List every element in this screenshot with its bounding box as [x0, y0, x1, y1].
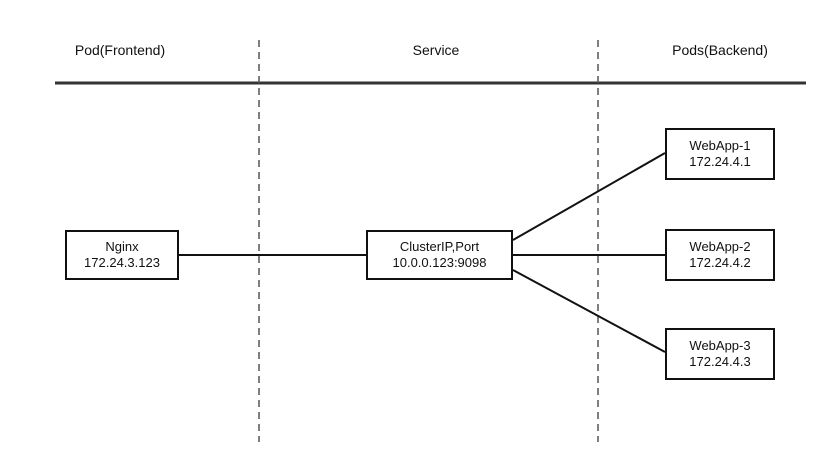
node-service: ClusterIP,Port 10.0.0.123:9098 [366, 230, 513, 280]
node-webapp-2-ip: 172.24.4.2 [689, 255, 751, 270]
edge-service-webapp1 [512, 152, 666, 241]
lane-header-backend: Pods(Backend) [672, 42, 768, 58]
node-service-name: ClusterIP,Port [399, 239, 480, 254]
node-webapp-1-ip: 172.24.4.1 [689, 154, 751, 169]
lane-header-service: Service [412, 42, 460, 58]
node-service-ip: 10.0.0.123:9098 [392, 255, 487, 270]
node-webapp-3: WebApp-3 172.24.4.3 [665, 328, 775, 380]
node-webapp-3-name: WebApp-3 [689, 338, 751, 353]
node-nginx-name: Nginx [105, 239, 139, 254]
node-webapp-1-name: WebApp-1 [689, 138, 751, 153]
node-nginx: Nginx 172.24.3.123 [65, 230, 179, 280]
node-nginx-ip: 172.24.3.123 [84, 255, 160, 270]
lane-header-frontend: Pod(Frontend) [74, 42, 166, 58]
node-webapp-2: WebApp-2 172.24.4.2 [665, 229, 775, 281]
node-webapp-3-ip: 172.24.4.3 [689, 354, 751, 369]
node-webapp-1: WebApp-1 172.24.4.1 [665, 128, 775, 180]
node-webapp-2-name: WebApp-2 [689, 239, 751, 254]
edge-service-webapp3 [512, 269, 666, 353]
